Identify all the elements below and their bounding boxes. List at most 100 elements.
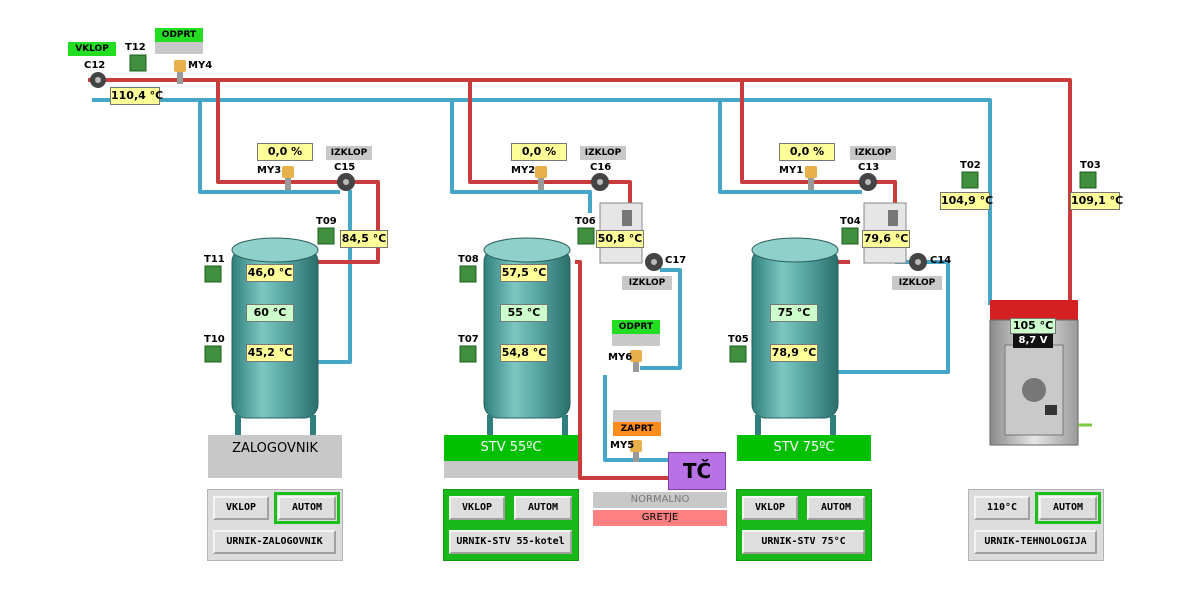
vklop-status-badge: VKLOP [68, 42, 116, 56]
c17-label: C17 [665, 255, 687, 266]
pump-c13 [859, 173, 877, 191]
sensor-t06 [577, 227, 595, 245]
c13-status: IZKLOP [850, 146, 896, 160]
sensor-t07 [459, 345, 477, 363]
t04-value: 79,6 °C [862, 230, 910, 248]
zalogovnik-autom-button[interactable]: AUTOM [274, 492, 340, 524]
my5-status-badge: ZAPRT [613, 422, 661, 436]
boiler [989, 300, 1092, 446]
c12-label: C12 [84, 60, 106, 71]
supply-pipes [88, 78, 1072, 480]
pump-c16 [591, 173, 609, 191]
pump-c12 [90, 72, 106, 88]
t09-label: T09 [316, 216, 337, 227]
sensor-t03 [1079, 171, 1097, 189]
my4-label: MY4 [188, 60, 213, 71]
t07-label: T07 [458, 334, 479, 345]
sensor-t09 [317, 227, 335, 245]
t08-value: 57,5 °C [500, 264, 548, 282]
heatpump-unit[interactable]: TČ [668, 452, 726, 490]
t06-value: 50,8 °C [596, 230, 644, 248]
t10-label: T10 [204, 334, 225, 345]
tank-zalogovnik [231, 237, 319, 435]
my2-label: MY2 [511, 165, 536, 176]
t07-value: 54,8 °C [500, 344, 548, 362]
t12-value: 110,4 °C [110, 87, 163, 105]
t02-value: 104,9 °C [940, 192, 993, 210]
my3-valve-percent: 0,0 % [257, 143, 313, 161]
c15-status: IZKLOP [326, 146, 372, 160]
my4-status-bar [155, 42, 203, 54]
c13-label: C13 [858, 162, 880, 173]
t06-label: T06 [575, 216, 596, 227]
c14-status: IZKLOP [892, 276, 942, 290]
t05-label: T05 [728, 334, 749, 345]
t11-value: 46,0 °C [246, 264, 294, 282]
stv75-setpoint: 75 °C [770, 304, 818, 322]
boiler-autom-button[interactable]: AUTOM [1035, 492, 1101, 524]
stv75-title: STV 75ºC [737, 435, 871, 461]
c17-status: IZKLOP [622, 276, 672, 290]
c14-label: C14 [930, 255, 952, 266]
t12-label: T12 [125, 42, 146, 53]
stv55-autom-button[interactable]: AUTOM [514, 496, 572, 520]
sensor-t12 [129, 54, 147, 72]
valve-my5 [630, 440, 642, 462]
c16-label: C16 [590, 162, 612, 173]
heatpump-state: GRETJE [593, 510, 727, 526]
stv75-autom-button[interactable]: AUTOM [807, 496, 865, 520]
t09-value: 84,5 °C [340, 230, 388, 248]
my1-label: MY1 [779, 165, 804, 176]
stv55-schedule-button[interactable]: URNIK-STV 55-kotel [449, 530, 572, 554]
valve-my3 [282, 166, 294, 190]
tank-stv55 [483, 237, 571, 435]
my4-status-badge: ODPRT [155, 28, 203, 42]
t08-label: T08 [458, 254, 479, 265]
my6-label: MY6 [608, 352, 633, 363]
sensor-t08 [459, 265, 477, 283]
my6-status-badge: ODPRT [612, 320, 660, 334]
c15-label: C15 [334, 162, 356, 173]
sensor-t04 [841, 227, 859, 245]
boiler-schedule-button[interactable]: URNIK-TEHNOLOGIJA [974, 530, 1097, 554]
boiler-voltage-display: 8,7 V [1013, 334, 1053, 348]
valve-my2 [535, 166, 547, 190]
t10-value: 45,2 °C [246, 344, 294, 362]
my5-status-bar [613, 410, 661, 422]
heatpump-mode: NORMALNO [593, 492, 727, 508]
sensor-t02 [961, 171, 979, 189]
t03-label: T03 [1080, 160, 1101, 171]
my5-label: MY5 [610, 440, 635, 451]
t05-value: 78,9 °C [770, 344, 818, 362]
valve-my4 [174, 60, 186, 84]
zalogovnik-vklop-button[interactable]: VKLOP [213, 496, 269, 520]
t03-value: 109,1 °C [1070, 192, 1123, 210]
pump-c14 [909, 253, 927, 271]
t04-label: T04 [840, 216, 861, 227]
stv55-title-bar [444, 461, 578, 478]
pump-c17 [645, 253, 663, 271]
boiler-setpoint-button[interactable]: 110°C [974, 496, 1030, 520]
stv75-vklop-button[interactable]: VKLOP [742, 496, 798, 520]
sensor-t11 [204, 265, 222, 283]
zalogovnik-title: ZALOGOVNIK [208, 435, 342, 478]
pump-c15 [337, 173, 355, 191]
sensor-t05 [729, 345, 747, 363]
zalogovnik-schedule-button[interactable]: URNIK-ZALOGOVNIK [213, 530, 336, 554]
stv55-setpoint: 55 °C [500, 304, 548, 322]
valve-my1 [805, 166, 817, 190]
sensor-t10 [204, 345, 222, 363]
boiler-temperature: 105 °C [1010, 318, 1056, 334]
stv55-title: STV 55ºC [444, 435, 578, 461]
stv75-schedule-button[interactable]: URNIK-STV 75°C [742, 530, 865, 554]
valve-my6 [630, 350, 642, 372]
zalogovnik-setpoint: 60 °C [246, 304, 294, 322]
my3-label: MY3 [257, 165, 282, 176]
my2-valve-percent: 0,0 % [511, 143, 567, 161]
my6-status-bar [612, 334, 660, 346]
t02-label: T02 [960, 160, 981, 171]
t11-label: T11 [204, 254, 225, 265]
stv55-vklop-button[interactable]: VKLOP [449, 496, 505, 520]
tank-stv75 [751, 237, 839, 435]
